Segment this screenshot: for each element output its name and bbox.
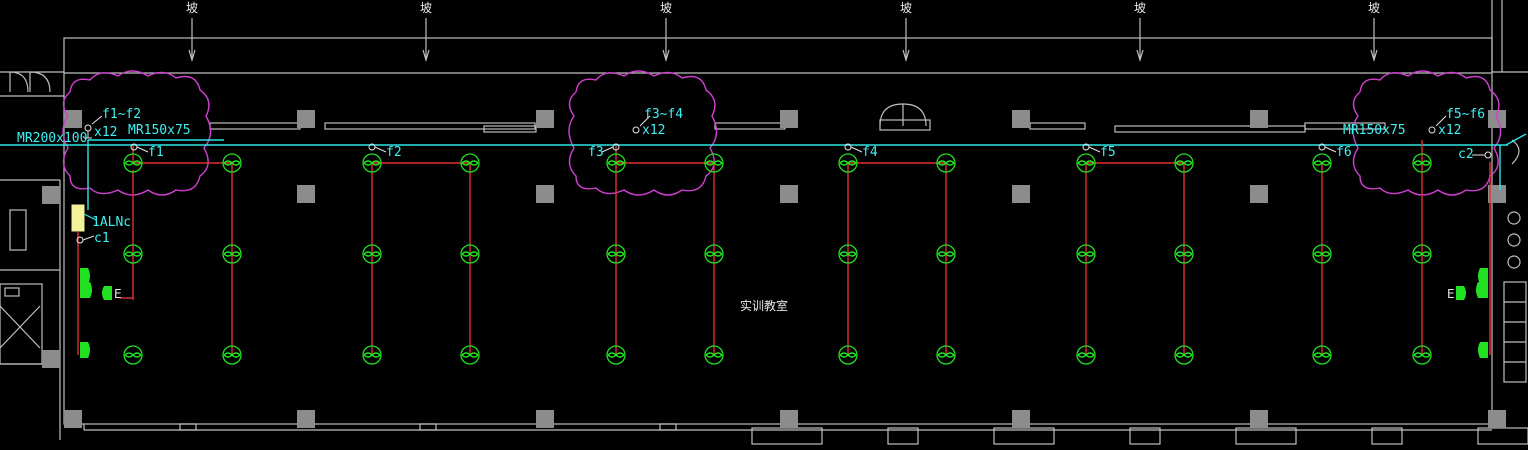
tray-label: MR200x100 [17,131,87,146]
lamp-fixture [1412,244,1432,264]
distribution-panel: 1ALNc [71,204,131,232]
svg-text:E: E [1447,287,1455,301]
slope-marker: 坡 [1134,1,1146,15]
circuit-tag: f5 [1100,145,1116,160]
circuit-tag: f6 [1336,145,1352,160]
tray-label: MR150x75 [1343,123,1406,138]
lamp-fixture [460,153,480,173]
lamp-fixture [1312,345,1332,365]
circuit-tag: f5~f6 [1446,107,1485,122]
circuit-tag: x12 [94,125,117,140]
lamp-fixture [704,244,724,264]
lamp-fixture [936,153,956,173]
lamp-fixture [838,153,858,173]
lamp-fixture [1076,153,1096,173]
circuit-tag: c1 [94,231,110,246]
lamp-fixture [838,345,858,365]
circuit-tag: c2 [1458,147,1474,162]
lamp-fixture [1076,244,1096,264]
lamp-fixture [222,244,242,264]
lamp-fixture [123,244,143,264]
cable-tray [0,133,1527,210]
lamp-fixture [222,153,242,173]
lamp-fixture [606,244,626,264]
circuit-tag: f1~f2 [102,107,141,122]
lamp-fixture [1174,153,1194,173]
circuit-tag: x12 [642,123,665,138]
lamp-fixture [362,153,382,173]
lamp-fixture [362,345,382,365]
lamp-fixture [606,345,626,365]
lamp-fixture [936,244,956,264]
slope-marker: 坡 [660,1,672,15]
lamp-fixture [838,244,858,264]
lamp-fixture [1174,345,1194,365]
svg-text:E: E [114,287,122,301]
structural-columns [42,110,1506,428]
tray-labels: MR200x100 MR150x75 MR150x75 [17,123,1406,146]
lamp-fixture [606,153,626,173]
circuit-tag: x12 [1438,123,1461,138]
lamp-fixture [460,244,480,264]
circuit-tag: f1 [148,145,164,160]
circuit-tag: f3~f4 [644,107,683,122]
panel-label: 1ALNc [92,215,131,230]
exit-fixtures: E E [80,268,1488,358]
slope-marker: 坡 [900,1,912,15]
slope-marker: 坡 [1368,1,1380,15]
lamp-fixture [362,244,382,264]
lamp-fixture [1312,244,1332,264]
lamp-fixture [1312,153,1332,173]
slope-markers: 坡 坡 坡 坡 坡 坡 [186,1,1380,63]
lamp-fixture [123,153,143,173]
lamp-fixture [222,345,242,365]
slope-marker: 坡 [420,1,432,15]
lamp-fixture [460,345,480,365]
lamp-fixture [1412,345,1432,365]
junction-symbols [76,115,1492,244]
circuit-tags: f1~f2 x12 f1 f2 f3~f4 x12 f3 f4 f5 f6 f5… [94,107,1485,246]
circuit-tag: f4 [862,145,878,160]
lighting-wires [77,140,1491,355]
slope-marker: 坡 [186,1,198,15]
ceiling-lamps [123,153,1432,365]
circuit-tag: f2 [386,145,402,160]
lamp-fixture [936,345,956,365]
lamp-fixture [704,153,724,173]
lamp-fixture [1076,345,1096,365]
room-label: 实训教室 [740,298,788,313]
lamp-fixture [704,345,724,365]
lamp-fixture [123,345,143,365]
circuit-tag: f3 [588,145,604,160]
lamp-fixture [1412,153,1432,173]
revision-clouds [62,70,1502,196]
lamp-fixture [1174,244,1194,264]
tray-label: MR150x75 [128,123,191,138]
